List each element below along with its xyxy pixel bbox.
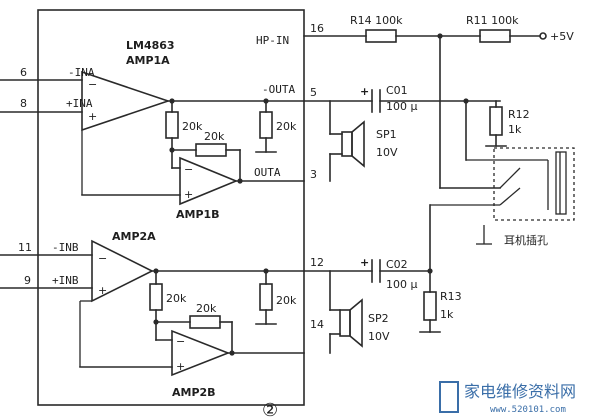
watermark-logo: 家电维修资料网 www.520101.com — [439, 381, 576, 415]
r12-resistor — [489, 106, 503, 136]
c02-label: C02 — [386, 258, 408, 271]
svg-text:−: − — [176, 335, 185, 348]
sp1-value: 10V — [376, 146, 398, 159]
r12-value: 1k — [508, 123, 522, 136]
pin14-number: 14 — [310, 318, 324, 331]
r13-label: R13 — [440, 290, 462, 303]
amp2a-plus: + — [98, 284, 107, 297]
resistor-20k-label: 20k — [276, 294, 297, 307]
outa-neg-label: -OUTA — [262, 83, 295, 96]
ina-pos-label: +INA — [66, 97, 93, 110]
resistor-20k-a1 — [165, 111, 179, 139]
amp1b-opamp — [179, 156, 239, 206]
sp2-cone — [349, 298, 363, 348]
sp2-label: SP2 — [368, 312, 389, 325]
c02-value: 100 μ — [386, 278, 418, 291]
book-icon — [439, 381, 459, 413]
r14-label: R14 100k — [350, 14, 403, 27]
inb-pos-label: +INB — [52, 274, 79, 287]
amp1a-opamp — [81, 70, 171, 132]
c01-label: C01 — [386, 84, 408, 97]
pin8-number: 8 — [20, 97, 27, 110]
r13-resistor — [423, 291, 437, 321]
c02-polarity: + — [360, 256, 369, 269]
sp2-value: 10V — [368, 330, 390, 343]
hp-in-label: HP-IN — [256, 34, 289, 47]
inb-neg-label: -INB — [52, 241, 79, 254]
headphone-jack — [493, 147, 575, 221]
jack-label: 耳机插孔 — [504, 233, 548, 247]
r12-label: R12 — [508, 108, 530, 121]
svg-text:−: − — [98, 252, 107, 265]
c01-value: 100 μ — [386, 100, 418, 113]
pin12-number: 12 — [310, 256, 324, 269]
amp1a-minus: − — [88, 78, 97, 91]
resistor-20k-a2 — [195, 143, 227, 157]
amp2b-plus: + — [176, 360, 185, 373]
amp2a-opamp — [91, 239, 154, 303]
amp2b-label: AMP2B — [172, 386, 216, 399]
ina-neg-label: -INA — [68, 66, 95, 79]
resistor-20k-b1 — [149, 283, 163, 311]
amp2b-opamp — [171, 329, 231, 377]
amp1b-plus: + — [184, 188, 193, 201]
figure-mark: ② — [262, 400, 278, 420]
resistor-20k-label: 20k — [204, 130, 225, 143]
pin11-number: 11 — [18, 241, 32, 254]
watermark-name: 家电维修资料网 — [464, 382, 576, 401]
pin9-number: 9 — [24, 274, 31, 287]
amp1a-plus: + — [88, 110, 97, 123]
pin6-number: 6 — [20, 66, 27, 79]
watermark-url: www.520101.com — [490, 405, 566, 415]
pin16-number: 16 — [310, 22, 324, 35]
r13-value: 1k — [440, 308, 454, 321]
outa-label: OUTA — [254, 166, 281, 179]
pin5-number: 5 — [310, 86, 317, 99]
sp1-speaker — [341, 131, 353, 157]
chip-name-label: LM4863 — [126, 39, 175, 52]
resistor-20k-b3 — [259, 283, 273, 311]
supply-terminal — [539, 32, 547, 40]
ic-body — [37, 9, 305, 406]
resistor-20k-label: 20k — [166, 292, 187, 305]
amp1a-label: AMP1A — [126, 54, 170, 67]
sp1-cone — [351, 120, 365, 168]
resistor-20k-a3 — [259, 111, 273, 139]
c01-polarity: + — [360, 85, 369, 98]
supply-label: +5V — [550, 30, 574, 43]
resistor-20k-label: 20k — [182, 120, 203, 133]
r11-label: R11 100k — [466, 14, 519, 27]
amp2a-label: AMP2A — [112, 230, 156, 243]
r11-resistor — [479, 29, 511, 43]
sp2-speaker — [339, 309, 351, 337]
resistor-20k-b2 — [189, 315, 221, 329]
amp1b-label: AMP1B — [176, 208, 220, 221]
svg-text:−: − — [184, 163, 193, 176]
sp1-label: SP1 — [376, 128, 397, 141]
resistor-20k-label: 20k — [196, 302, 217, 315]
pin3-number: 3 — [310, 168, 317, 181]
r14-resistor — [365, 29, 397, 43]
resistor-20k-label: 20k — [276, 120, 297, 133]
